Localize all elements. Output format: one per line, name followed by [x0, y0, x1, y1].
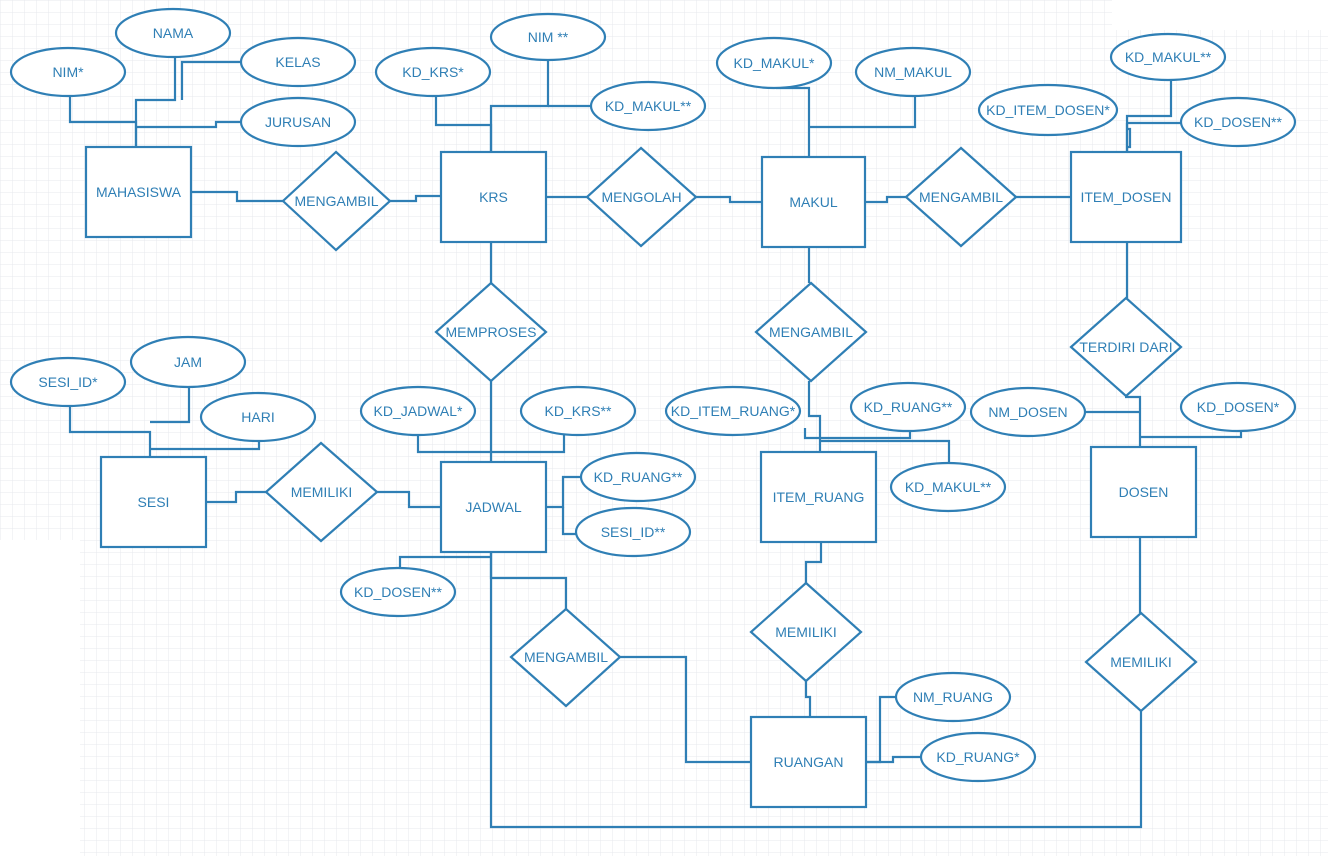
attribute-itemdosen-kd-makul: KD_MAKUL** — [1109, 32, 1227, 82]
relationship-mengambil-makul-itemruang: MENGAMBIL — [754, 281, 868, 383]
attribute-jadwal-kd-dosen: KD_DOSEN** — [339, 566, 457, 618]
attribute-label: NIM* — [52, 64, 84, 80]
entity-label: ITEM_DOSEN — [1080, 189, 1171, 205]
attribute-label: JAM — [174, 354, 202, 370]
entity-label: RUANGAN — [773, 754, 843, 770]
relationship-label: MEMILIKI — [291, 484, 352, 500]
attribute-label: KD_MAKUL** — [905, 479, 992, 495]
entity-sesi: SESI — [99, 455, 208, 549]
relationship-mengambil-makul-itemdosen: MENGAMBIL — [904, 146, 1018, 248]
entity-ruangan: RUANGAN — [749, 715, 868, 809]
entity-label: KRS — [479, 189, 508, 205]
entity-label: JADWAL — [465, 499, 521, 515]
entity-label: MAHASISWA — [96, 184, 182, 200]
attribute-label: SESI_ID** — [601, 524, 666, 540]
entity-dosen: DOSEN — [1089, 445, 1198, 539]
relationship-memiliki-itemruang-ruangan: MEMILIKI — [749, 581, 863, 683]
relationship-label: MENGAMBIL — [524, 649, 608, 665]
attribute-label: KD_RUANG** — [864, 399, 953, 415]
attribute-mhs-kelas: KELAS — [239, 36, 357, 88]
attribute-label: KD_JADWAL* — [374, 403, 464, 419]
relationship-label: MEMILIKI — [1110, 654, 1171, 670]
entity-jadwal: JADWAL — [439, 460, 548, 554]
attribute-label: SESI_ID* — [38, 374, 98, 390]
entity-label: ITEM_RUANG — [773, 489, 865, 505]
relationship-label: MENGOLAH — [601, 189, 681, 205]
entity-makul: MAKUL — [760, 155, 867, 249]
attribute-label: JURUSAN — [265, 114, 331, 130]
attribute-label: KD_ITEM_RUANG* — [671, 403, 796, 419]
entity-krs: KRS — [439, 150, 548, 244]
attribute-dosen-kd-dosen: KD_DOSEN* — [1179, 381, 1297, 433]
attribute-jadwal-sesi-id: SESI_ID** — [574, 506, 692, 558]
entity-item-dosen: ITEM_DOSEN — [1069, 150, 1183, 244]
relationship-label: MENGAMBIL — [294, 193, 378, 209]
attribute-label: KD_KRS* — [402, 64, 464, 80]
relationship-label: MEMPROSES — [445, 324, 536, 340]
connector-lines — [68, 58, 1243, 829]
attribute-label: NAMA — [153, 25, 194, 41]
attribute-label: NIM ** — [528, 29, 569, 45]
attribute-krs-kd-makul: KD_MAKUL** — [589, 80, 707, 132]
attribute-label: KD_DOSEN** — [354, 584, 442, 600]
attribute-makul-nm-makul: NM_MAKUL — [854, 46, 972, 98]
relationship-terdiri-dari: TERDIRI DARI — [1069, 296, 1183, 398]
relationship-mengambil-jadwal-ruangan: MENGAMBIL — [509, 607, 622, 708]
entity-mahasiswa: MAHASISWA — [84, 145, 193, 239]
attribute-itemruang-kd-item-ruang: KD_ITEM_RUANG* — [664, 385, 802, 437]
attribute-krs-kd-krs: KD_KRS* — [374, 46, 492, 98]
attribute-krs-nim: NIM ** — [489, 12, 607, 62]
attribute-sesi-hari: HARI — [199, 391, 317, 443]
attribute-label: KD_ITEM_DOSEN* — [986, 102, 1110, 118]
attribute-label: NM_DOSEN — [988, 404, 1067, 420]
entity-label: SESI — [138, 494, 170, 510]
attribute-ruangan-nm-ruang: NM_RUANG — [894, 671, 1012, 723]
attribute-label: KD_MAKUL** — [605, 98, 692, 114]
attribute-dosen-nm-dosen: NM_DOSEN — [969, 386, 1087, 438]
attribute-jadwal-kd-jadwal: KD_JADWAL* — [359, 385, 477, 437]
relationship-label: TERDIRI DARI — [1079, 339, 1172, 355]
attribute-itemruang-kd-ruang: KD_RUANG** — [849, 381, 967, 433]
attribute-makul-kd-makul: KD_MAKUL* — [715, 36, 833, 90]
entity-label: DOSEN — [1119, 484, 1169, 500]
attribute-mhs-nim: NIM* — [9, 46, 127, 98]
relationship-memproses: MEMPROSES — [434, 281, 548, 383]
entity-label: MAKUL — [789, 194, 837, 210]
relationship-memiliki-sesi-jadwal: MEMILIKI — [264, 441, 379, 543]
attribute-label: KD_RUANG** — [594, 469, 683, 485]
attribute-sesi-jam: JAM — [129, 335, 247, 389]
relationship-label: MEMILIKI — [775, 624, 836, 640]
attribute-label: NM_MAKUL — [874, 64, 952, 80]
attribute-itemdosen-kd-dosen: KD_DOSEN** — [1179, 96, 1297, 148]
attribute-label: KELAS — [275, 54, 320, 70]
attribute-label: HARI — [241, 409, 274, 425]
attribute-label: KD_KRS** — [545, 403, 612, 419]
relationship-label: MENGAMBIL — [769, 324, 853, 340]
relationship-mengambil-mahasiswa-krs: MENGAMBIL — [281, 150, 392, 252]
attribute-mhs-nama: NAMA — [114, 7, 232, 59]
attribute-jadwal-kd-krs: KD_KRS** — [519, 385, 637, 437]
attribute-label: NM_RUANG — [913, 689, 993, 705]
attribute-itemdosen-kd-item-dosen: KD_ITEM_DOSEN* — [977, 83, 1119, 137]
attribute-jadwal-kd-ruang: KD_RUANG** — [579, 451, 697, 503]
attribute-label: KD_DOSEN** — [1194, 114, 1282, 130]
attribute-sesi-sesi-id: SESI_ID* — [9, 356, 127, 408]
relationship-memiliki-dosen: MEMILIKI — [1084, 611, 1198, 713]
relationship-mengolah: MENGOLAH — [585, 146, 698, 248]
attribute-itemruang-kd-makul: KD_MAKUL** — [889, 461, 1007, 513]
attribute-label: KD_MAKUL* — [734, 55, 815, 71]
attribute-ruangan-kd-ruang: KD_RUANG* — [919, 731, 1037, 783]
entity-item-ruang: ITEM_RUANG — [759, 450, 878, 544]
attribute-label: KD_RUANG* — [936, 749, 1020, 765]
attribute-label: KD_DOSEN* — [1197, 399, 1280, 415]
relationship-label: MENGAMBIL — [919, 189, 1003, 205]
attribute-label: KD_MAKUL** — [1125, 49, 1212, 65]
attribute-mhs-jurusan: JURUSAN — [239, 96, 357, 148]
